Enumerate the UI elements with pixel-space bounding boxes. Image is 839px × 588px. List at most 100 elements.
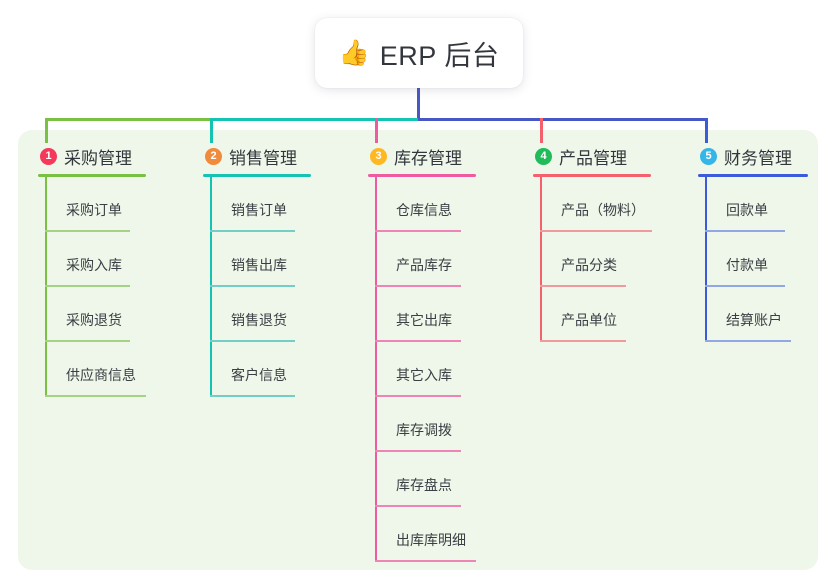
list-item[interactable]: 库存盘点	[368, 452, 518, 507]
root-title: ERP 后台	[379, 40, 500, 71]
list-item-rule	[375, 450, 461, 452]
list-item-label: 结算账户	[726, 312, 782, 328]
column-items-5: 回款单付款单结算账户	[698, 177, 818, 342]
list-item-rule	[375, 560, 476, 562]
list-item-rule	[45, 285, 130, 287]
column-header-3[interactable]: 3 库存管理	[368, 143, 518, 169]
list-item-rule	[375, 340, 461, 342]
connector-drop-4	[540, 118, 543, 143]
column-spine-1	[45, 177, 47, 397]
column-items-3: 仓库信息产品库存其它出库其它入库库存调拨库存盘点出库库明细	[368, 177, 518, 562]
list-item-rule	[705, 340, 791, 342]
list-item[interactable]: 产品库存	[368, 232, 518, 287]
column-items-2: 销售订单销售出库销售退货客户信息	[203, 177, 353, 397]
list-item-rule	[540, 340, 626, 342]
column-rule-2	[203, 174, 311, 177]
list-item[interactable]: 供应商信息	[38, 342, 188, 397]
column-header-5[interactable]: 5 财务管理	[698, 143, 818, 169]
list-item[interactable]: 销售出库	[203, 232, 353, 287]
list-item-rule	[210, 230, 295, 232]
list-item-label: 供应商信息	[66, 367, 136, 383]
list-item-label: 产品库存	[396, 257, 452, 273]
list-item[interactable]: 客户信息	[203, 342, 353, 397]
column-items-4: 产品（物料） 产品分类产品单位	[533, 177, 688, 342]
list-item-rule	[375, 285, 461, 287]
connector-drop-5	[705, 118, 708, 143]
column-5: 5 财务管理回款单付款单结算账户	[698, 143, 818, 342]
column-badge-4: 4	[535, 147, 552, 165]
list-item[interactable]: 采购订单	[38, 177, 188, 232]
list-item-label: 产品分类	[561, 257, 617, 273]
list-item[interactable]: 库存调拨	[368, 397, 518, 452]
column-badge-1: 1	[40, 147, 57, 165]
list-item-rule	[375, 395, 461, 397]
connector-bus-4	[540, 118, 708, 121]
column-spine-5	[705, 177, 707, 342]
root-node[interactable]: 👍 ERP 后台	[315, 18, 523, 88]
list-item[interactable]: 出库库明细	[368, 507, 518, 562]
list-item[interactable]: 采购入库	[38, 232, 188, 287]
column-spine-3	[375, 177, 377, 562]
column-title-1: 采购管理	[64, 148, 132, 168]
list-item-label: 回款单	[726, 202, 768, 218]
list-item[interactable]: 其它入库	[368, 342, 518, 397]
list-item-label: 其它出库	[396, 312, 452, 328]
list-item[interactable]: 产品单位	[533, 287, 688, 342]
connector-bus-2	[210, 118, 421, 121]
column-spine-4	[540, 177, 542, 342]
column-badge-5: 5	[700, 147, 717, 165]
list-item-label: 库存盘点	[396, 477, 452, 493]
list-item[interactable]: 销售退货	[203, 287, 353, 342]
list-item-rule	[45, 230, 130, 232]
list-item-label: 产品（物料）	[561, 202, 645, 218]
connector-drop-1	[45, 118, 48, 143]
connector-drop-3	[375, 118, 378, 143]
list-item-label: 销售出库	[231, 257, 287, 273]
connector-drop-2	[210, 118, 213, 143]
column-spine-2	[210, 177, 212, 397]
list-item-label: 采购退货	[66, 312, 122, 328]
list-item-label: 其它入库	[396, 367, 452, 383]
column-header-1[interactable]: 1 采购管理	[38, 143, 188, 169]
list-item-label: 采购入库	[66, 257, 122, 273]
column-title-3: 库存管理	[394, 148, 462, 168]
column-badge-3: 3	[370, 147, 387, 165]
column-items-1: 采购订单采购入库采购退货供应商信息	[38, 177, 188, 397]
column-rule-5	[698, 174, 808, 177]
list-item-rule	[210, 395, 295, 397]
list-item[interactable]: 采购退货	[38, 287, 188, 342]
list-item-rule	[705, 230, 785, 232]
column-rule-1	[38, 174, 146, 177]
list-item[interactable]: 其它出库	[368, 287, 518, 342]
list-item[interactable]: 销售订单	[203, 177, 353, 232]
list-item-rule	[540, 230, 652, 232]
list-item-label: 出库库明细	[396, 532, 466, 548]
connector-bus-3	[418, 118, 543, 121]
list-item-rule	[45, 340, 130, 342]
list-item[interactable]: 回款单	[698, 177, 818, 232]
column-title-5: 财务管理	[724, 148, 792, 168]
column-rule-4	[533, 174, 651, 177]
list-item[interactable]: 仓库信息	[368, 177, 518, 232]
list-item[interactable]: 产品分类	[533, 232, 688, 287]
list-item-rule	[375, 505, 461, 507]
column-3: 3 库存管理仓库信息产品库存其它出库其它入库库存调拨库存盘点出库库明细	[368, 143, 518, 562]
connector-bus-1	[45, 118, 213, 121]
list-item-label: 库存调拨	[396, 422, 452, 438]
list-item-label: 付款单	[726, 257, 768, 273]
list-item[interactable]: 结算账户	[698, 287, 818, 342]
list-item-label: 销售退货	[231, 312, 287, 328]
list-item-rule	[210, 285, 295, 287]
column-title-2: 销售管理	[229, 148, 297, 168]
column-1: 1 采购管理采购订单采购入库采购退货供应商信息	[38, 143, 188, 397]
list-item-rule	[45, 395, 146, 397]
diagram-panel	[18, 130, 818, 570]
list-item[interactable]: 产品（物料）	[533, 177, 688, 232]
list-item-label: 采购订单	[66, 202, 122, 218]
list-item-rule	[210, 340, 295, 342]
list-item-rule	[540, 285, 626, 287]
list-item[interactable]: 付款单	[698, 232, 818, 287]
